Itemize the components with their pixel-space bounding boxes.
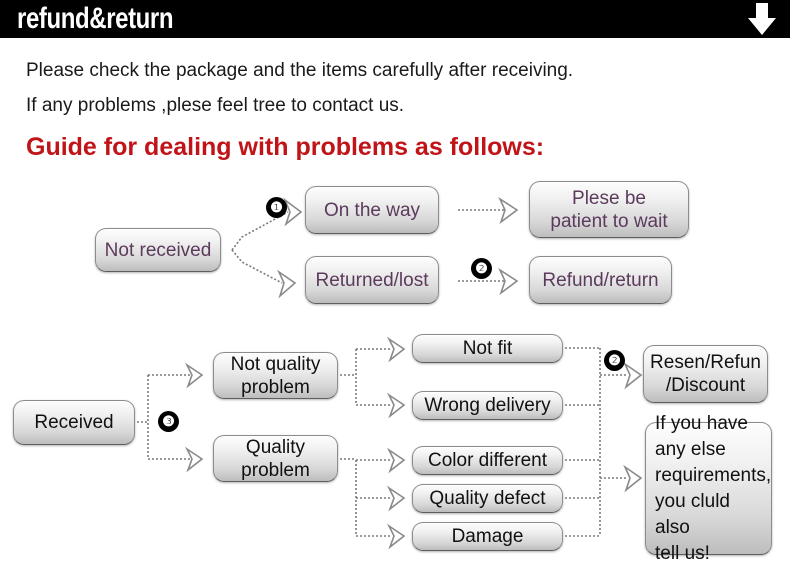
note-line-1: If you have xyxy=(655,412,748,434)
box-refund-return[interactable]: Refund/return xyxy=(529,256,672,304)
box-line-1: Plese be xyxy=(572,187,646,209)
box-line-2: problem xyxy=(241,459,310,481)
box-received[interactable]: Received xyxy=(13,400,135,445)
intro-line-2: If any problems ,plese feel tree to cont… xyxy=(26,95,405,116)
box-not-received[interactable]: Not received xyxy=(95,228,221,272)
box-color-different[interactable]: Color different xyxy=(412,446,563,475)
intro-line-1: Please check the package and the items c… xyxy=(26,60,574,81)
box-on-the-way[interactable]: On the way xyxy=(305,186,439,234)
box-line-1: Not quality xyxy=(230,353,321,375)
box-damage[interactable]: Damage xyxy=(412,522,563,551)
box-not-fit[interactable]: Not fit xyxy=(412,334,563,363)
box-wrong-delivery[interactable]: Wrong delivery xyxy=(412,391,563,420)
box-line-1: Quality xyxy=(245,436,306,458)
note-line-4: you cluld also xyxy=(655,490,730,538)
box-please-be-patient[interactable]: Plese be patient to wait xyxy=(529,181,689,238)
box-line-1: Resen/Refun xyxy=(650,352,761,373)
badge-3: ❸ xyxy=(158,411,179,432)
badge-2-top: ❷ xyxy=(471,258,492,279)
badge-1: ❶ xyxy=(266,197,287,218)
box-not-quality-problem[interactable]: Not quality problem xyxy=(213,352,338,399)
box-resend-refund-discount[interactable]: Resen/Refun /Discount xyxy=(643,345,768,403)
box-quality-defect[interactable]: Quality defect xyxy=(412,484,563,513)
page-title: refund&return xyxy=(17,2,174,35)
badge-2-bottom: ❷ xyxy=(604,350,625,371)
box-line-2: patient to wait xyxy=(550,210,668,232)
arrow-down-icon xyxy=(748,3,776,35)
note-line-5: tell us! xyxy=(655,542,710,564)
box-returned-lost[interactable]: Returned/lost xyxy=(305,256,439,304)
box-line-2: problem xyxy=(241,376,310,398)
box-quality-problem[interactable]: Quality problem xyxy=(213,435,338,482)
box-refund-return-label: Refund/return xyxy=(542,269,659,291)
box-else-requirements-note[interactable]: If you have any else requirements, you c… xyxy=(645,413,772,564)
box-line-2: /Discount xyxy=(665,375,746,396)
note-line-3: requirements, xyxy=(655,464,772,486)
note-line-2: any else xyxy=(655,438,726,460)
guide-heading: Guide for dealing with problems as follo… xyxy=(26,133,545,161)
header-bar: refund&return xyxy=(0,0,790,38)
